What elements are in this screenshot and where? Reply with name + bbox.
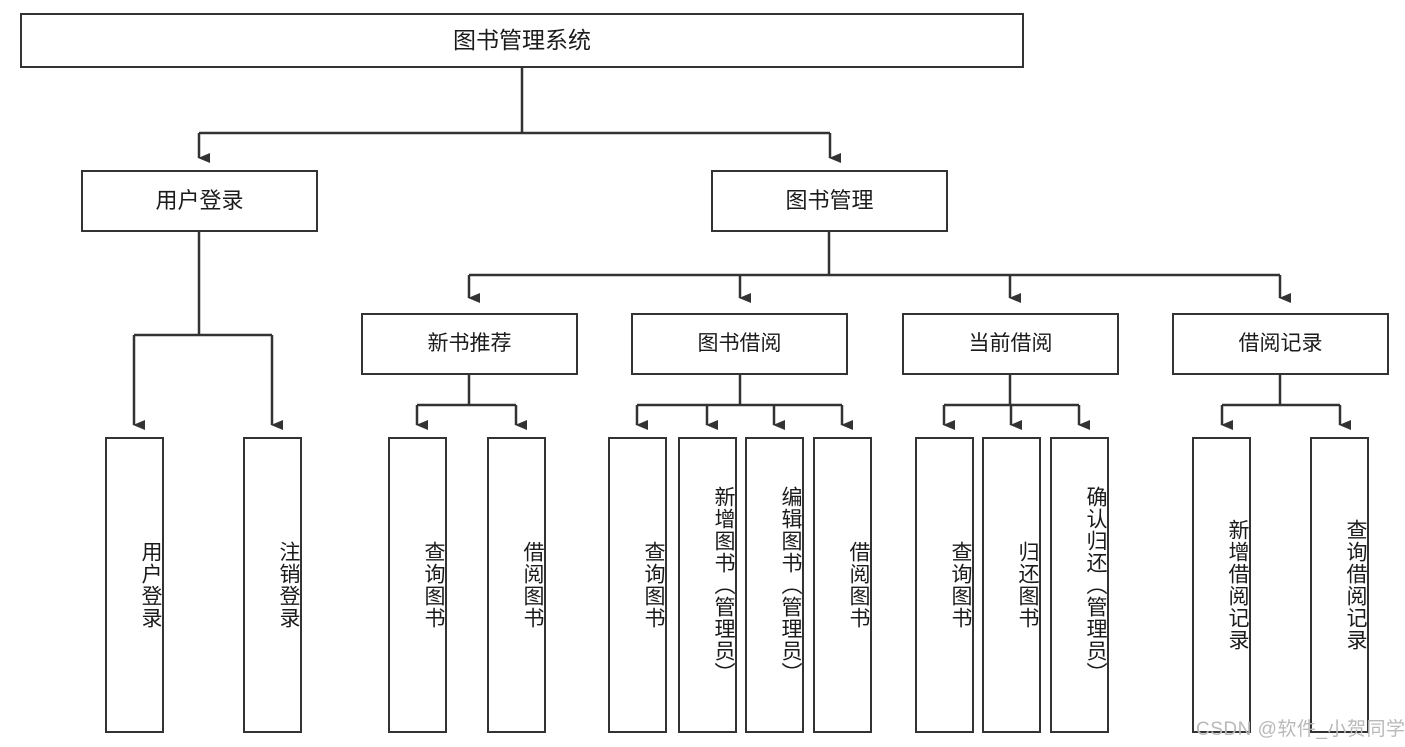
node-label: 借阅图书 <box>521 541 544 629</box>
node-new-book-recommend[interactable]: 新书推荐 <box>361 313 578 375</box>
node-root-system[interactable]: 图书管理系统 <box>20 13 1024 68</box>
node-user-login[interactable]: 用户登录 <box>81 170 318 232</box>
leaf-user-login-logout[interactable]: 注销登录 <box>243 437 302 733</box>
node-borrow-record[interactable]: 借阅记录 <box>1172 313 1389 375</box>
leaf-current-query-book[interactable]: 查询图书 <box>915 437 974 733</box>
node-label: 注销登录 <box>277 541 300 629</box>
node-label: 归还图书 <box>1016 541 1039 629</box>
node-label: 当前借阅 <box>968 331 1053 355</box>
leaf-new-book-borrow[interactable]: 借阅图书 <box>487 437 546 733</box>
node-label: 图书管理 <box>785 188 874 214</box>
leaf-current-confirm-return[interactable]: 确认归还（管理员） <box>1050 437 1109 733</box>
leaf-record-query[interactable]: 查询借阅记录 <box>1310 437 1369 733</box>
leaf-borrow-borrow-book[interactable]: 借阅图书 <box>813 437 872 733</box>
node-label: 用户登录 <box>155 188 244 214</box>
leaf-new-book-query[interactable]: 查询图书 <box>388 437 447 733</box>
leaf-record-add[interactable]: 新增借阅记录 <box>1192 437 1251 733</box>
node-book-borrow[interactable]: 图书借阅 <box>631 313 848 375</box>
leaf-borrow-query-book[interactable]: 查询图书 <box>608 437 667 733</box>
csdn-watermark: CSDN @软件_小贺同学 <box>1196 719 1405 740</box>
node-label: 确认归还（管理员） <box>1084 486 1107 684</box>
node-label: 图书借阅 <box>697 331 782 355</box>
node-label: 用户登录 <box>139 541 162 629</box>
leaf-borrow-edit-book[interactable]: 编辑图书（管理员） <box>745 437 804 733</box>
leaf-current-return-book[interactable]: 归还图书 <box>982 437 1041 733</box>
node-label: 借阅记录 <box>1238 331 1323 355</box>
node-label: 新增图书（管理员） <box>712 486 735 684</box>
node-label: 查询图书 <box>422 541 445 629</box>
node-label: 新增借阅记录 <box>1226 519 1249 651</box>
node-label: 图书管理系统 <box>453 26 591 53</box>
node-book-management[interactable]: 图书管理 <box>711 170 948 232</box>
node-current-borrow[interactable]: 当前借阅 <box>902 313 1119 375</box>
node-label: 查询图书 <box>642 541 665 629</box>
node-label: 编辑图书（管理员） <box>779 486 802 684</box>
node-label: 新书推荐 <box>427 331 512 355</box>
node-label: 借阅图书 <box>847 541 870 629</box>
node-label: 查询图书 <box>949 541 972 629</box>
leaf-borrow-add-book[interactable]: 新增图书（管理员） <box>678 437 737 733</box>
leaf-user-login-login[interactable]: 用户登录 <box>105 437 164 733</box>
node-label: 查询借阅记录 <box>1344 519 1367 651</box>
